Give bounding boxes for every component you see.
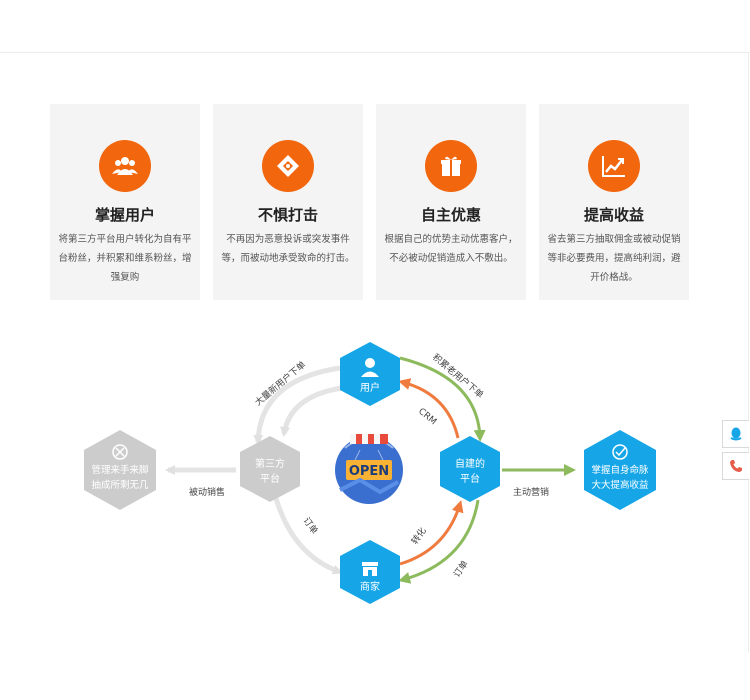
flow-accumulate-arc — [399, 356, 486, 442]
node-left-outcome: 管理来手来脚 抽成所剩无几 — [84, 430, 156, 510]
qq-icon — [730, 427, 742, 441]
qq-contact-button[interactable] — [722, 420, 749, 448]
node-label: 商家 — [360, 580, 380, 593]
open-sign-text: OPEN — [349, 464, 389, 479]
card-title: 提高收益 — [583, 206, 644, 224]
flow-convert-arc — [399, 500, 464, 566]
card-own-discounts: 自主优惠 根据自己的优势主动优惠客户，不必被动促销造成入不敷出。 — [376, 104, 526, 300]
card-title: 掌握用户 — [94, 206, 155, 224]
label-accumulate-orders: 积累老用户下单 — [430, 351, 486, 401]
card-title: 自主优惠 — [420, 206, 481, 224]
node-merchant: 商家 — [340, 540, 400, 604]
gift-icon — [425, 140, 477, 192]
label-convert: 转化 — [409, 525, 429, 547]
node-label-line1: 第三方 — [255, 457, 285, 470]
node-label-line2: 平台 — [260, 472, 280, 485]
node-right-outcome: 掌握自身命脉 大大提高收益 — [584, 430, 656, 510]
label-active-marketing: 主动营销 — [513, 486, 549, 498]
phone-icon — [730, 460, 742, 472]
node-label-line2: 平台 — [460, 472, 480, 485]
user-icon — [361, 358, 379, 377]
card-description: 根据自己的优势主动优惠客户，不必被动促销造成入不敷出。 — [384, 234, 518, 264]
node-user: 用户 — [340, 342, 400, 406]
card-description: 不再因为恶意投诉或突发事件等，而被动地承受致命的打击。 — [221, 234, 355, 264]
right-divider — [748, 52, 749, 652]
card-title: 不惧打击 — [257, 206, 318, 224]
chart-up-icon — [588, 140, 640, 192]
node-label-line1: 管理来手来脚 — [91, 464, 148, 476]
open-sign: OPEN — [335, 434, 403, 504]
label-mass-new-orders: 大量新用户下单 — [252, 359, 308, 409]
label-order-right: 订单 — [451, 558, 471, 580]
top-divider — [0, 52, 750, 53]
check-circle-icon — [612, 444, 628, 460]
node-label-line2: 大大提高收益 — [591, 479, 649, 491]
shield-icon — [262, 140, 314, 192]
node-label-line2: 抽成所剩无几 — [91, 479, 149, 491]
store-icon — [362, 562, 378, 576]
node-label-line1: 自建的 — [455, 457, 485, 470]
node-label-line1: 掌握自身命脉 — [591, 464, 649, 476]
label-crm: CRM — [416, 407, 438, 428]
card-description: 省去第三方抽取佣金或被动促销等非必要费用，提高纯利润，避开价格战。 — [547, 234, 681, 283]
card-fearless: 不惧打击 不再因为恶意投诉或突发事件等，而被动地承受致命的打击。 — [213, 104, 363, 300]
card-raise-income: 提高收益 省去第三方抽取佣金或被动促销等非必要费用，提高纯利润，避开价格战。 — [539, 104, 689, 300]
flow-crm-arc — [398, 378, 460, 439]
users-icon — [99, 140, 151, 192]
flow-mass-orders-arc — [253, 365, 341, 445]
label-passive-sales: 被动销售 — [189, 486, 225, 498]
close-circle-icon — [112, 444, 128, 460]
node-third-platform: 第三方 平台 — [240, 436, 300, 502]
node-own-platform: 自建的 平台 — [440, 436, 500, 502]
flow-order-right-arc — [398, 499, 480, 584]
phone-contact-button[interactable] — [722, 452, 749, 480]
flow-mass-orders-arc-inner — [280, 385, 343, 437]
node-label: 用户 — [360, 381, 380, 394]
label-order-left: 订单 — [301, 515, 321, 537]
card-master-users: 掌握用户 将第三方平台用户转化为自有平台粉丝，并积累和维系粉丝，增强复购 — [50, 104, 200, 300]
flow-order-left-arc — [272, 494, 343, 575]
platform-flow-diagram: 用户 商家 自建的 平台 第三方 平台 管理来手来脚 抽成所剩无几 — [84, 342, 656, 604]
card-description: 将第三方平台用户转化为自有平台粉丝，并积累和维系粉丝，增强复购 — [58, 234, 192, 283]
